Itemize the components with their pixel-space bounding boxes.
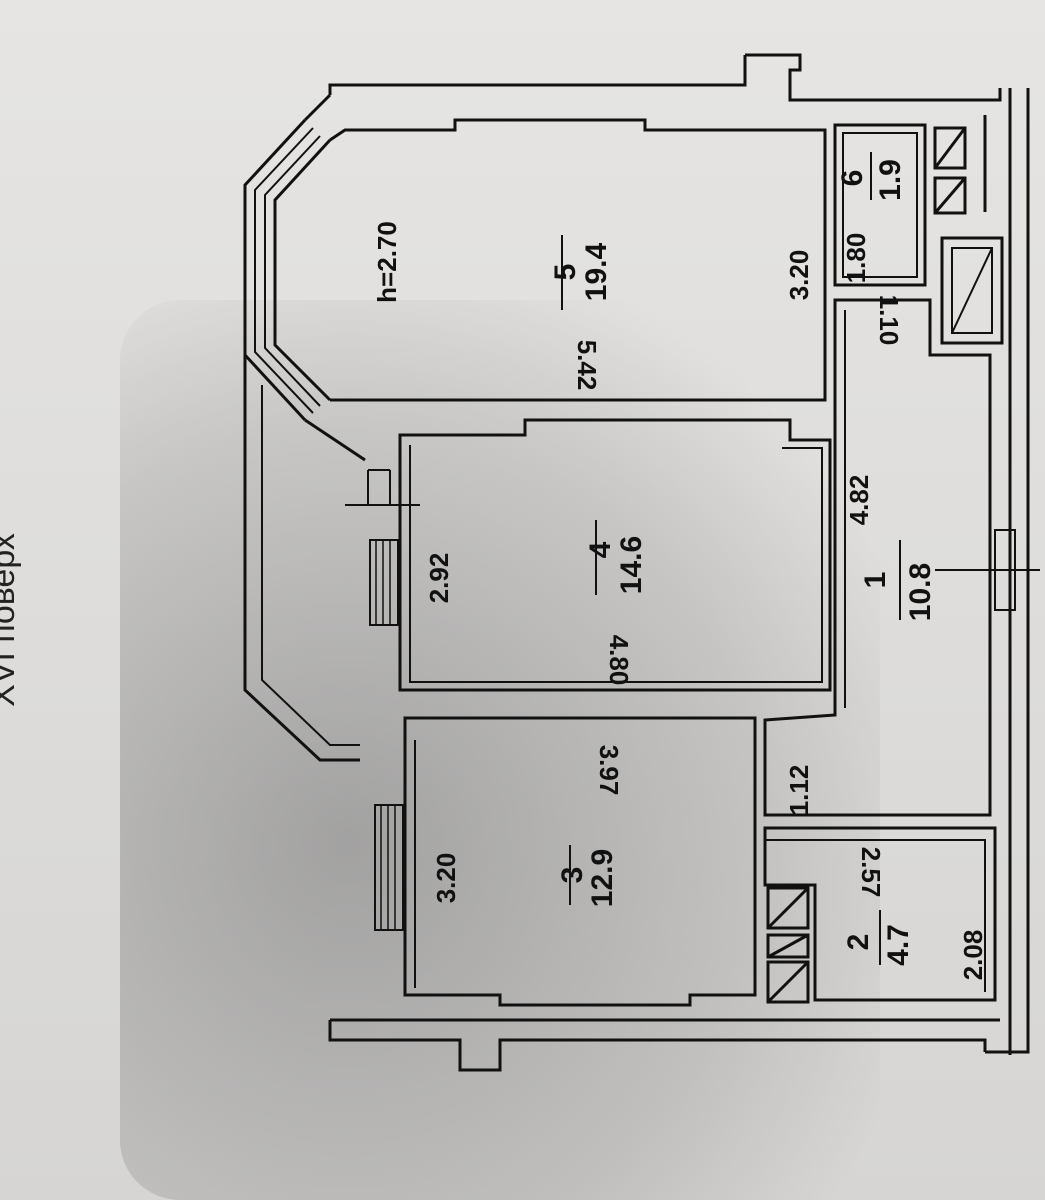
room-3-dim-width: 3.97 — [594, 745, 624, 796]
room-6-area: 1.9 — [874, 159, 907, 201]
room-3-area: 12.9 — [586, 849, 619, 907]
room-6-dim-depth: 1.10 — [874, 295, 904, 346]
room-2-number: 2 — [842, 934, 875, 951]
ceiling-height-label: h=2.70 — [372, 221, 402, 303]
floor-title: XVI поверх — [0, 533, 22, 707]
room-5-number: 5 — [549, 264, 582, 281]
room-3-dim-depth: 3.20 — [431, 853, 461, 904]
room-4-dim-width: 2.92 — [424, 553, 454, 604]
room-1-dim-width: 1.12 — [784, 765, 814, 816]
room-5-dim-width: 5.42 — [572, 340, 602, 391]
outer-walls — [303, 53, 1030, 1072]
entrance-door — [935, 529, 1040, 611]
room-2-dim-depth: 2.08 — [958, 930, 988, 981]
room-6-number: 6 — [836, 170, 869, 187]
balcony-door — [345, 469, 420, 506]
room-3 — [403, 716, 757, 1007]
room-6-dim-width: 1.80 — [841, 233, 871, 284]
room-4-dim-depth: 4.80 — [604, 635, 634, 686]
room-5-area: 19.4 — [580, 242, 613, 301]
room-5 — [329, 118, 827, 402]
room-5-dim-depth: 3.20 — [784, 250, 814, 301]
room-3-number: 3 — [556, 867, 589, 884]
window-room-4 — [369, 539, 399, 626]
room-2 — [763, 826, 997, 1002]
room-1 — [763, 298, 992, 817]
room-1-dim-length: 4.82 — [844, 475, 874, 526]
room-6 — [833, 123, 927, 287]
room-4 — [398, 418, 832, 692]
room-4-area: 14.6 — [615, 536, 648, 594]
bay-window — [243, 118, 366, 762]
room-2-area: 4.7 — [882, 924, 915, 966]
vent-shafts — [766, 126, 1004, 1004]
room-2-dim-width: 2.57 — [856, 847, 886, 898]
room-1-number: 1 — [859, 572, 892, 589]
room-1-area: 10.8 — [904, 563, 937, 621]
window-room-3 — [374, 804, 404, 931]
room-4-number: 4 — [584, 541, 617, 558]
